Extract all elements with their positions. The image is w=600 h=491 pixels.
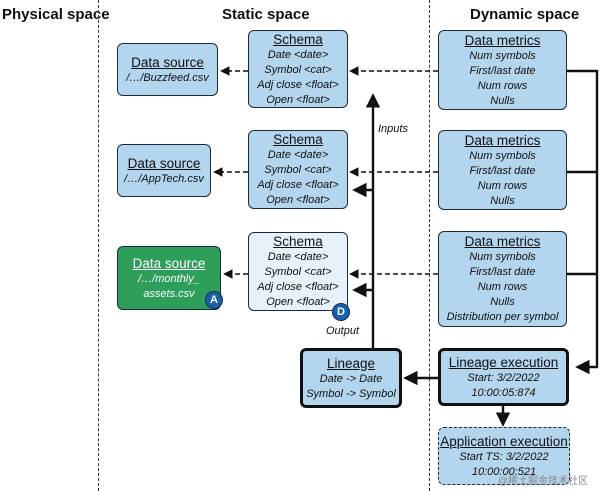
schema-box-1: Schema Date <date> Symbol <cat> Adj clos… — [248, 30, 348, 108]
metrics-field: Distribution per symbol — [446, 311, 559, 323]
schema-field: Date <date> — [267, 149, 329, 161]
lane-title-dynamic: Dynamic space — [470, 6, 580, 23]
schema-box-2: Schema Date <date> Symbol <cat> Adj clos… — [248, 130, 348, 209]
schema-field: Date <date> — [267, 48, 329, 61]
metrics-field: Num rows — [477, 179, 528, 192]
watermark: @稀土掘金技术社区 — [497, 476, 588, 487]
schema-title: Schema — [273, 31, 323, 47]
lineage-field: Symbol -> Symbol — [306, 387, 396, 400]
application-execution-field: 10:00:00:521 — [471, 465, 537, 478]
lineage-execution-field: Start: 3/2/2022 — [467, 371, 540, 384]
schema-field: Adj close <float> — [257, 78, 339, 91]
lane-separator — [98, 0, 99, 491]
application-execution-box: Application execution Start TS: 3/2/2022… — [438, 427, 570, 485]
lane-title-static: Static space — [222, 6, 310, 23]
schema-field: Open <float> — [266, 296, 330, 308]
metrics-title: Data metrics — [464, 132, 541, 148]
schema-field: Date <date> — [267, 251, 329, 263]
metrics-field: Num rows — [477, 79, 528, 92]
lineage-execution-field: 10:00:05:874 — [471, 386, 536, 399]
data-metrics-box-1: Data metrics Num symbols First/last date… — [438, 30, 567, 110]
lineage-box: Lineage Date -> Date Symbol -> Symbol — [300, 348, 402, 408]
metrics-field: Num rows — [477, 281, 528, 293]
lineage-field: Date -> Date — [319, 372, 383, 385]
schema-field: Symbol <cat> — [264, 63, 332, 76]
output-label: Output — [326, 325, 360, 337]
application-execution-field: Start TS: 3/2/2022 — [459, 450, 549, 463]
data-source-path-line-2: assets.csv — [143, 287, 195, 300]
lineage-title: Lineage — [326, 355, 376, 371]
lane-title-physical: Physical space — [2, 6, 110, 23]
schema-field: Symbol <cat> — [264, 164, 332, 176]
data-source-title: Data source — [132, 255, 206, 271]
data-source-buzzfeed: Data source /…/Buzzfeed.csv — [117, 43, 218, 96]
metrics-field: First/last date — [469, 266, 536, 278]
data-source-path: /…/AppTech.csv — [124, 172, 204, 185]
schema-title: Schema — [273, 234, 323, 249]
schema-field: Adj close <float> — [257, 179, 339, 191]
metrics-bus-arrow — [567, 69, 599, 375]
data-source-title: Data source — [131, 54, 204, 70]
metrics-field: Nulls — [490, 194, 515, 207]
metrics-field: Num symbols — [469, 49, 536, 62]
schema-field: Adj close <float> — [257, 281, 339, 293]
schema-box-3: Schema Date <date> Symbol <cat> Adj clos… — [248, 232, 348, 311]
metrics-title: Data metrics — [464, 32, 541, 48]
metrics-field: First/last date — [469, 164, 536, 177]
badge-d: D — [332, 303, 350, 321]
metrics-field: First/last date — [469, 64, 536, 77]
data-source-title: Data source — [127, 155, 201, 171]
application-execution-title: Application execution — [440, 433, 568, 449]
data-source-apptech: Data source /…/AppTech.csv — [117, 144, 211, 197]
data-source-path-line-1: /…/monthly_ — [138, 272, 200, 285]
schema-field: Symbol <cat> — [264, 266, 332, 278]
inputs-label: Inputs — [378, 123, 408, 135]
metrics-field: Num symbols — [469, 251, 536, 263]
metrics-field: Num symbols — [469, 149, 536, 162]
schema-field: Open <float> — [266, 194, 330, 206]
lane-separator — [429, 0, 430, 491]
lineage-execution-box: Lineage execution Start: 3/2/2022 10:00:… — [438, 348, 569, 406]
badge-a: A — [205, 291, 223, 309]
schema-title: Schema — [273, 132, 323, 147]
schema-field: Open <float> — [266, 93, 330, 106]
data-source-monthly-assets: Data source /…/monthly_ assets.csv — [117, 246, 221, 310]
data-source-path: /…/Buzzfeed.csv — [126, 71, 209, 84]
data-metrics-box-3: Data metrics Num symbols First/last date… — [438, 231, 567, 327]
metrics-field: Nulls — [490, 296, 515, 308]
lineage-execution-title: Lineage execution — [448, 354, 559, 370]
data-metrics-box-2: Data metrics Num symbols First/last date… — [438, 130, 567, 210]
metrics-title: Data metrics — [464, 234, 541, 249]
metrics-field: Nulls — [490, 94, 515, 107]
